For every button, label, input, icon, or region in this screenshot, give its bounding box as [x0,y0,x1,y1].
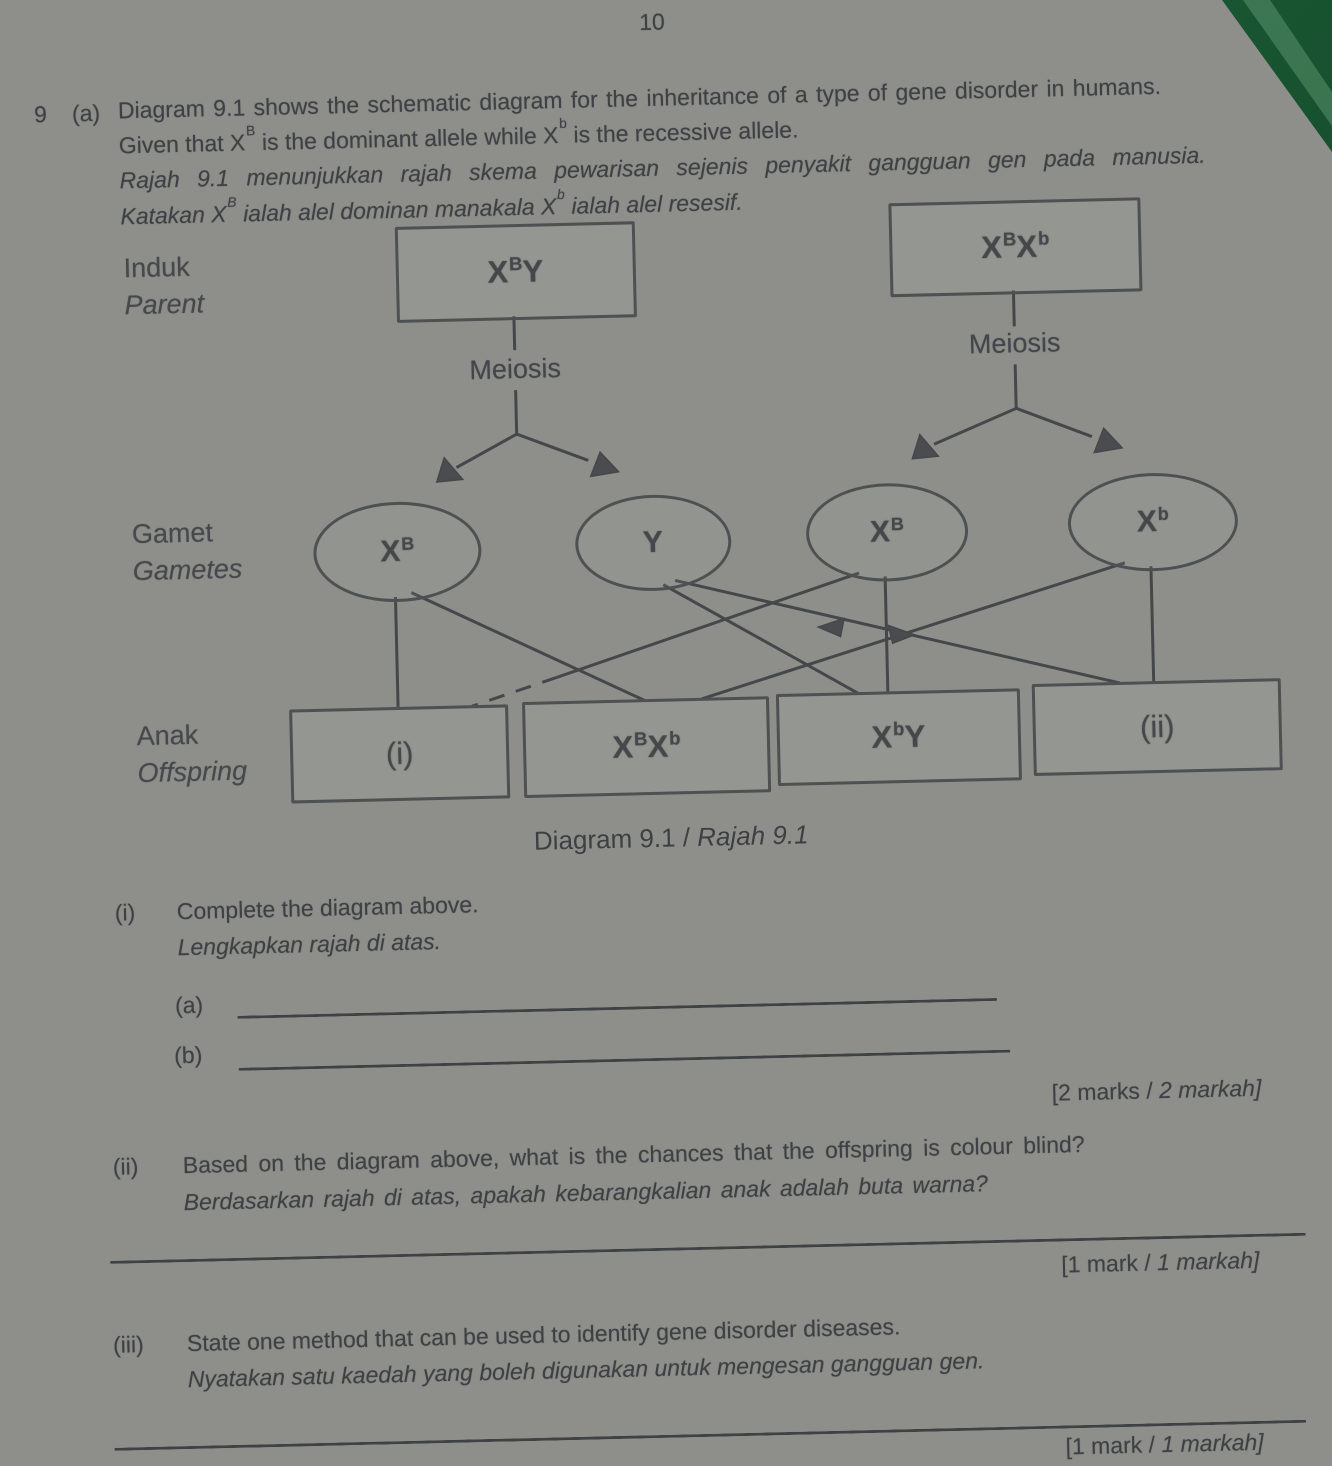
meiosis-left-fork-arm2 [516,432,589,462]
qi-blank-b-label: (b) [173,1041,203,1069]
question-number: 9 [33,101,48,128]
parent2-meiosis-line [1011,290,1016,327]
arrowhead-icon [1093,426,1124,454]
gamete2-oval: Y [574,493,733,593]
meiosis-label-left: Meiosis [469,353,562,386]
gamete4-offspring4-line [1149,566,1156,683]
qii-marks: [1 mark / 1 markah] [1060,1246,1260,1278]
gamete4-offspring2-line [701,561,1126,701]
qiii-label: (iii) [112,1331,144,1358]
qi-text-ms: Lengkapkan rajah di atas. [177,928,442,961]
arrowhead-icon [589,450,621,478]
gamete3-offspring1-line [556,571,860,679]
meiosis-right-fork-arm1 [933,364,1018,446]
gamete1-offspring1-line [393,596,400,708]
qi-marks: [2 marks / 2 markah] [1051,1074,1262,1106]
row-label-gamete-en: Gametes [132,553,243,587]
intro-line-ms-2: Katakan XB ialah alel dominan manakala X… [120,187,743,230]
question-part-label: (a) [71,99,101,127]
qi-blank-b-line[interactable] [238,1049,1011,1071]
offspring4-blank-box[interactable]: (ii) [1031,678,1283,777]
meiosis-label-right: Meiosis [968,327,1061,360]
qiii-marks: [1 mark / 1 markah] [1065,1428,1264,1460]
row-label-gamete-ms: Gamet [131,517,214,550]
qi-text-en: Complete the diagram above. [176,891,479,925]
qi-blank-a-line[interactable] [237,997,998,1019]
offspring1-blank-box[interactable]: (i) [289,704,511,804]
meiosis-left-fork-arm1 [455,390,519,469]
gamete2-offspring3-line [662,583,859,695]
qi-label: (i) [114,899,136,926]
qi-blank-a-label: (a) [174,991,204,1019]
parent1-meiosis-line [512,316,517,351]
arrowhead-icon [911,433,940,460]
row-label-offspring-en: Offspring [137,755,248,789]
gamete1-offspring2-line [410,591,645,702]
qii-label: (ii) [112,1153,139,1180]
arrowhead-icon [435,456,465,483]
row-label-parent-ms: Induk [123,251,191,284]
gamete2-offspring4-line [674,578,1121,685]
gamete3-offspring3-line [883,576,890,693]
row-label-parent-en: Parent [124,288,205,321]
qii-text-ms: Berdasarkan rajah di atas, apakah kebara… [183,1170,989,1216]
page-number: 10 [638,8,666,36]
diagram-caption: Diagram 9.1 / Rajah 9.1 [533,819,809,856]
intro-line-en-1: Diagram 9.1 shows the schematic diagram … [117,72,1162,124]
meiosis-right-fork-arm2 [1015,406,1093,438]
arrowhead-icon [816,617,846,638]
arrowhead-icon [887,624,917,645]
qiii-text-en: State one method that can be used to ide… [186,1313,901,1357]
row-label-offspring-ms: Anak [136,719,199,752]
